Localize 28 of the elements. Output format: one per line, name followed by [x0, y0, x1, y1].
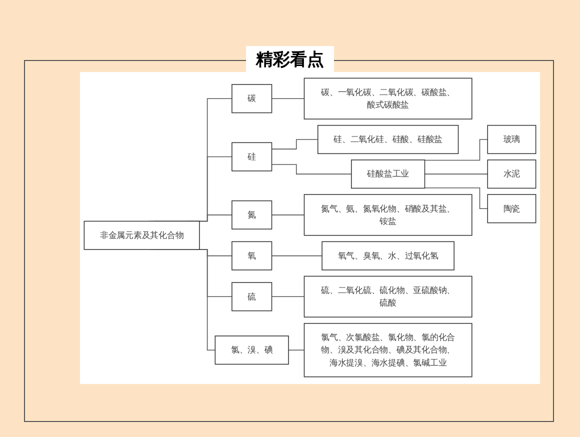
title: 精彩看点	[246, 46, 334, 73]
node-box: 氮气、氨、氮氧化物、硝酸及其盐、铵盐	[304, 194, 472, 236]
node-box: 玻璃	[487, 125, 536, 155]
connector	[424, 140, 488, 162]
connector	[271, 164, 352, 175]
node-box: 氧	[232, 242, 272, 271]
connector	[271, 296, 305, 298]
node-box: 硅、二氧化硅、硅酸、硅酸盐	[317, 125, 459, 155]
node-box: 水泥	[487, 160, 536, 190]
node-box: 硅	[232, 142, 272, 172]
node-box: 碳	[232, 84, 272, 114]
connector	[271, 215, 305, 216]
connector	[424, 174, 488, 175]
connector	[288, 350, 305, 351]
node-box: 陶瓷	[487, 194, 536, 224]
connector	[271, 140, 318, 150]
node-box: 硫、二氧化硫、硫化物、亚硫酸钠、硫酸	[304, 276, 472, 318]
connector	[271, 98, 305, 100]
node-box: 氯气、次氯酸盐、氯化物、氯的化合物、溴及其化合物、碘及其化合物、海水提溴、海水提碘、氯碱工业	[304, 323, 472, 378]
node-box: 碳、一氧化碳、二氧化碳、碳酸盐、酸式碳酸盐	[304, 78, 472, 120]
node-box: 非金属元素及其化合物	[84, 221, 200, 250]
node-box: 氮	[232, 200, 272, 230]
node-box: 硅酸盐工业	[351, 160, 426, 190]
node-box: 氯、溴、碘	[214, 336, 289, 366]
connector	[271, 256, 322, 257]
node-box: 硫	[232, 282, 272, 312]
connector	[424, 188, 488, 210]
node-box: 氧气、臭氧、水、过氧化氢	[322, 242, 454, 271]
